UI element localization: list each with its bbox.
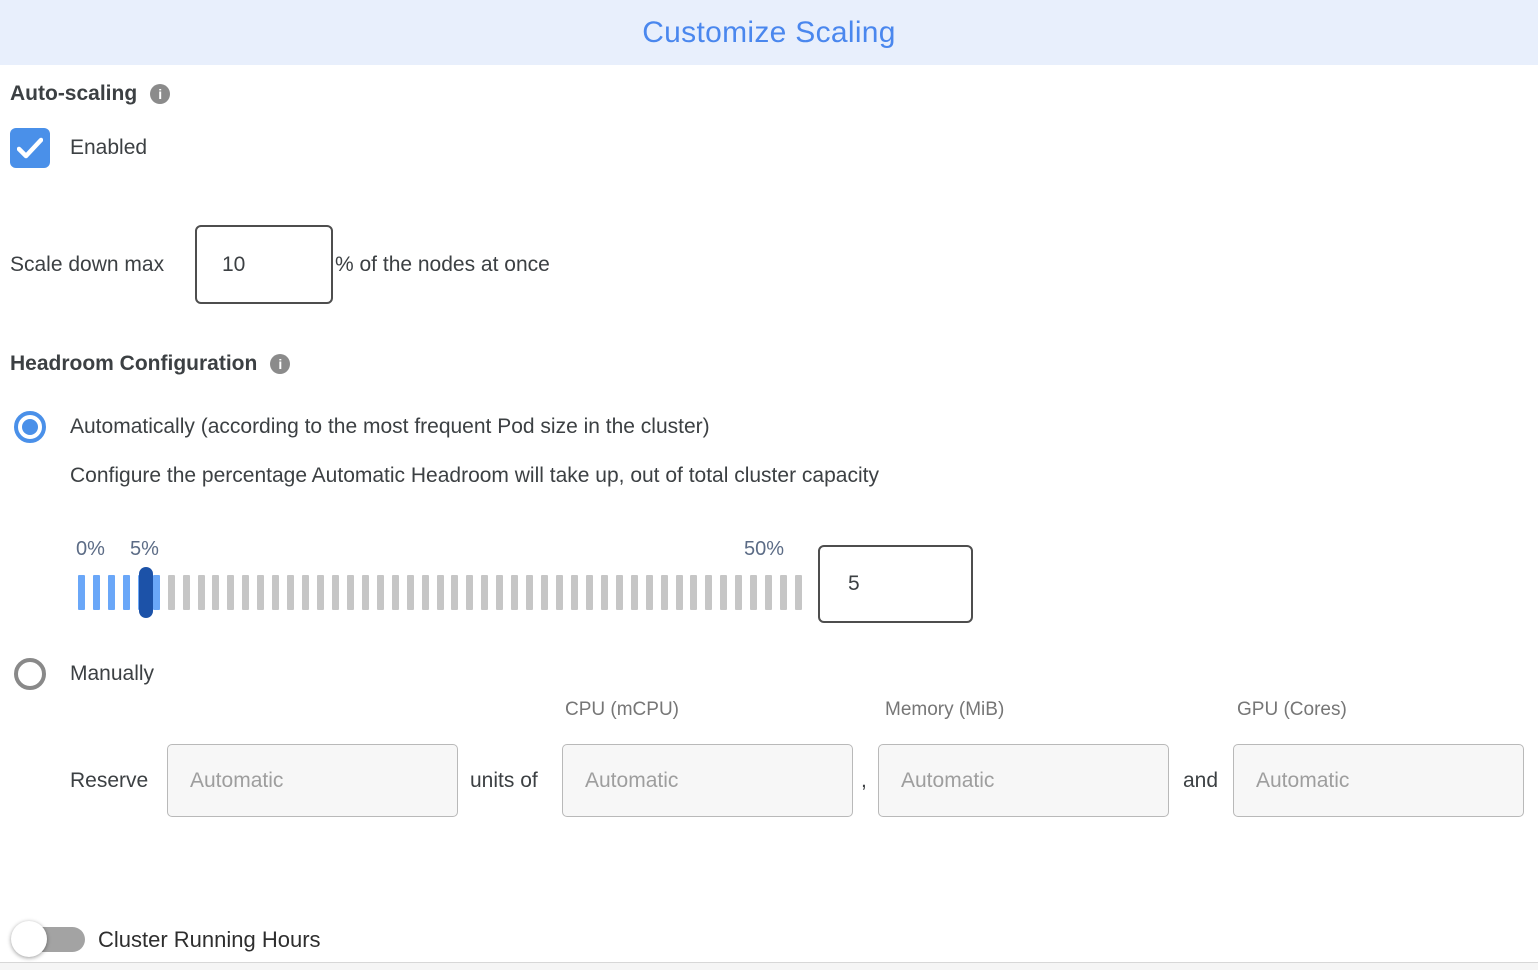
- and-label: and: [1183, 768, 1219, 792]
- slider-tick: [92, 575, 100, 610]
- slider-tick: [795, 575, 802, 610]
- memory-column-header: Memory (MiB): [885, 699, 1005, 720]
- slider-current-label: 5%: [130, 538, 159, 560]
- page-title: Customize Scaling: [642, 15, 896, 49]
- slider-tick: [302, 575, 310, 610]
- slider-tick: [630, 575, 638, 610]
- enabled-label: Enabled: [70, 136, 148, 159]
- scale-down-max-label: Scale down max: [10, 252, 165, 276]
- slider-tick: [421, 575, 429, 610]
- slider-tick: [317, 575, 324, 610]
- cluster-running-hours-label: Cluster Running Hours: [98, 927, 321, 952]
- auto-scaling-label: Auto-scaling: [10, 82, 138, 105]
- slider-tick: [466, 575, 474, 610]
- auto-scaling-enabled-checkbox[interactable]: [10, 128, 50, 168]
- slider-min-label: 0%: [76, 538, 105, 560]
- slider-tick: [705, 575, 713, 610]
- slider-tick: [481, 575, 489, 610]
- slider-tick: [780, 575, 788, 610]
- auto-scaling-section-header: Auto-scaling i: [10, 82, 171, 106]
- headroom-manually-label: Manually: [70, 662, 155, 685]
- slider-tick: [436, 575, 444, 610]
- slider-tick: [182, 575, 190, 610]
- headroom-section-header: Headroom Configuration i: [10, 352, 291, 376]
- comma-separator: ,: [861, 768, 867, 792]
- slider-tick: [376, 575, 384, 610]
- bottom-divider: [0, 962, 1538, 970]
- slider-tick: [167, 575, 175, 610]
- header-bar: Customize Scaling: [0, 0, 1538, 65]
- headroom-configuration-label: Headroom Configuration: [10, 352, 258, 375]
- reserve-memory-input[interactable]: [878, 744, 1169, 817]
- checkmark-icon: [17, 137, 43, 159]
- headroom-percentage-input[interactable]: [818, 545, 973, 623]
- slider-tick: [122, 575, 130, 610]
- slider-tick: [526, 575, 534, 610]
- slider-tick: [272, 575, 280, 610]
- slider-tick: [511, 575, 519, 610]
- slider-tick: [541, 575, 549, 610]
- scale-down-max-suffix: % of the nodes at once: [335, 252, 550, 276]
- reserve-gpu-input[interactable]: [1233, 744, 1524, 817]
- slider-tick: [585, 575, 593, 610]
- slider-tick: [496, 575, 504, 610]
- units-of-label: units of: [470, 768, 538, 792]
- slider-tick: [615, 575, 623, 610]
- gpu-column-header: GPU (Cores): [1237, 699, 1347, 720]
- slider-tick: [735, 575, 743, 610]
- slider-tick: [287, 575, 295, 610]
- slider-tick: [227, 575, 235, 610]
- slider-tick: [451, 575, 459, 610]
- slider-tick: [78, 575, 85, 610]
- slider-tick: [331, 575, 339, 610]
- scale-down-max-input[interactable]: [195, 225, 333, 304]
- slider-tick: [152, 575, 160, 610]
- headroom-manually-radio[interactable]: [14, 658, 46, 690]
- cpu-column-header: CPU (mCPU): [565, 699, 679, 720]
- slider-tick: [765, 575, 773, 610]
- slider-tick: [645, 575, 653, 610]
- slider-tick: [197, 575, 205, 610]
- slider-tick: [391, 575, 399, 610]
- slider-tick: [406, 575, 414, 610]
- slider-tick: [675, 575, 683, 610]
- reserve-units-input[interactable]: [167, 744, 458, 817]
- slider-tick: [600, 575, 608, 610]
- toggle-knob[interactable]: [11, 921, 47, 957]
- slider-tick: [750, 575, 758, 610]
- info-icon[interactable]: i: [270, 354, 291, 374]
- slider-tick: [660, 575, 668, 610]
- slider-tick: [212, 575, 220, 610]
- headroom-automatic-description: Configure the percentage Automatic Headr…: [70, 464, 879, 487]
- slider-tick: [242, 575, 250, 610]
- slider-tick: [720, 575, 728, 610]
- reserve-label: Reserve: [70, 768, 149, 792]
- slider-tick: [690, 575, 698, 610]
- slider-tick: [556, 575, 563, 610]
- slider-max-label: 50%: [744, 538, 785, 560]
- slider-tick: [107, 575, 115, 610]
- headroom-automatic-radio[interactable]: [14, 411, 46, 443]
- headroom-slider-ticks[interactable]: [78, 575, 802, 610]
- slider-tick: [257, 575, 265, 610]
- slider-tick: [570, 575, 578, 610]
- info-icon[interactable]: i: [150, 84, 171, 104]
- headroom-automatic-label: Automatically (according to the most fre…: [70, 415, 710, 438]
- reserve-cpu-input[interactable]: [562, 744, 853, 817]
- headroom-slider-handle[interactable]: [139, 567, 153, 618]
- slider-tick: [361, 575, 369, 610]
- slider-tick: [346, 575, 354, 610]
